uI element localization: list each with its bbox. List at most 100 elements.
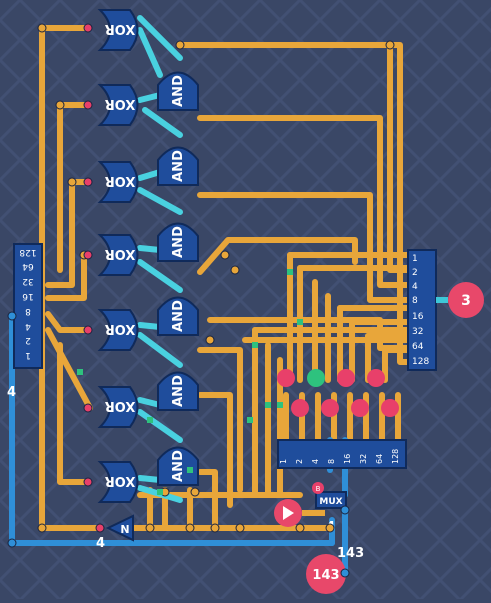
bit-indicator [307, 369, 325, 387]
circle-output-icon[interactable] [306, 554, 346, 594]
bit-label: 8 [327, 459, 336, 464]
and-gate-6[interactable]: AND [157, 446, 199, 486]
signal-marker [265, 402, 271, 408]
pin-dot [230, 265, 240, 275]
bit-indicator [277, 369, 295, 387]
xor-gate-7[interactable]: XOR [97, 461, 139, 503]
bit-indicator [381, 399, 399, 417]
left-splitter-bits: 128 64 32 16 8 4 2 1 [19, 247, 36, 360]
bit-label: 4 [25, 321, 31, 331]
mux[interactable]: MUX [315, 491, 347, 509]
xor-gate-1[interactable]: XOR [97, 9, 139, 51]
bit-label: 64 [22, 261, 34, 271]
pin-dot [295, 523, 305, 533]
bit-indicator [321, 399, 339, 417]
bit-label: 16 [343, 454, 352, 464]
splitter-output-value: 3 [461, 293, 471, 309]
mux-output-label: 143 [337, 546, 364, 561]
xor-gates: XOR XOR XOR XOR XOR XOR XOR [97, 9, 139, 503]
bit-label: 128 [391, 449, 400, 464]
and-label: AND [171, 450, 186, 482]
and-label: AND [171, 75, 186, 107]
bit-label: 16 [412, 312, 424, 322]
pin-dot [235, 523, 245, 533]
signal-marker [147, 417, 153, 423]
bit-label: 8 [412, 296, 418, 306]
bit-label: 64 [375, 454, 384, 464]
bit-label: 8 [25, 306, 31, 316]
and-gate-5[interactable]: AND [157, 371, 199, 411]
signal-marker [287, 269, 293, 275]
pin-dot [83, 250, 93, 260]
pin-dot [325, 523, 335, 533]
pin-dot [37, 523, 47, 533]
xor-label: XOR [105, 398, 136, 413]
mux-select-pin[interactable] [312, 482, 324, 494]
and-gates: AND AND AND AND AND AND [157, 71, 199, 486]
pin-dot [83, 177, 93, 187]
xor-gate-3[interactable]: XOR [97, 161, 139, 203]
bottom-splitter-bits: 1 2 4 8 16 32 64 128 [279, 449, 400, 464]
pin-dot [83, 477, 93, 487]
pin-dot [190, 487, 200, 497]
pin-dot [185, 523, 195, 533]
bit-label: 128 [19, 247, 36, 257]
bit-label: 64 [412, 342, 424, 352]
pin-dot [205, 335, 215, 345]
bit-label: 128 [412, 357, 429, 367]
pin-dot [55, 100, 65, 110]
pin-dot [7, 311, 17, 321]
pin-dot [340, 505, 350, 515]
and-gate-2[interactable]: AND [157, 146, 199, 186]
xor-label: XOR [105, 321, 136, 336]
pin-dot [340, 568, 350, 578]
bit-label: 1 [25, 350, 31, 360]
bit-label: 4 [412, 282, 418, 292]
bit-label: 32 [359, 454, 368, 464]
signal-marker [77, 369, 83, 375]
pin-dot [175, 40, 185, 50]
and-label: AND [171, 300, 186, 332]
and-gate-1[interactable]: AND [157, 71, 199, 111]
pin-dot [210, 523, 220, 533]
xor-gate-4[interactable]: XOR [97, 234, 139, 276]
pin-dot [37, 23, 47, 33]
bit-indicators [277, 369, 399, 417]
pin-dot [67, 177, 77, 187]
bit-label: 16 [22, 291, 34, 301]
right-byte-splitter[interactable]: 1 2 4 8 16 32 64 128 [407, 249, 437, 371]
and-label: AND [171, 375, 186, 407]
left-byte-splitter[interactable]: 128 64 32 16 8 4 2 1 [13, 243, 43, 369]
xor-gate-2[interactable]: XOR [97, 84, 139, 126]
bottom-byte-splitter[interactable]: 1 2 4 8 16 32 64 128 [277, 439, 407, 469]
not-label: N [120, 523, 129, 536]
bit-indicator [291, 399, 309, 417]
bit-label: 4 [311, 459, 320, 464]
pin-dot [7, 538, 17, 548]
cyan-wires [137, 15, 183, 503]
play-icon [283, 506, 294, 520]
mux-label: MUX [319, 497, 342, 507]
left-bus-label: 4 [7, 385, 16, 400]
signal-marker [277, 402, 283, 408]
pins [7, 23, 395, 578]
signal-marker [187, 467, 193, 473]
xor-label: XOR [105, 96, 136, 111]
and-gate-4[interactable]: AND [157, 296, 199, 336]
and-gate-3[interactable]: AND [157, 222, 199, 262]
pin-dot [83, 100, 93, 110]
signal-marker [252, 342, 258, 348]
xor-gate-6[interactable]: XOR [97, 386, 139, 428]
pin-dot [83, 325, 93, 335]
xor-label: XOR [105, 21, 136, 36]
bit-indicator [337, 369, 355, 387]
not-gate[interactable]: N [105, 514, 134, 542]
pin-dot [385, 40, 395, 50]
signal-marker [157, 489, 163, 495]
right-splitter-bits: 1 2 4 8 16 32 64 128 [412, 254, 429, 367]
signal-marker [247, 417, 253, 423]
splitter-output-display[interactable] [448, 282, 484, 318]
xor-gate-5[interactable]: XOR [97, 309, 139, 351]
